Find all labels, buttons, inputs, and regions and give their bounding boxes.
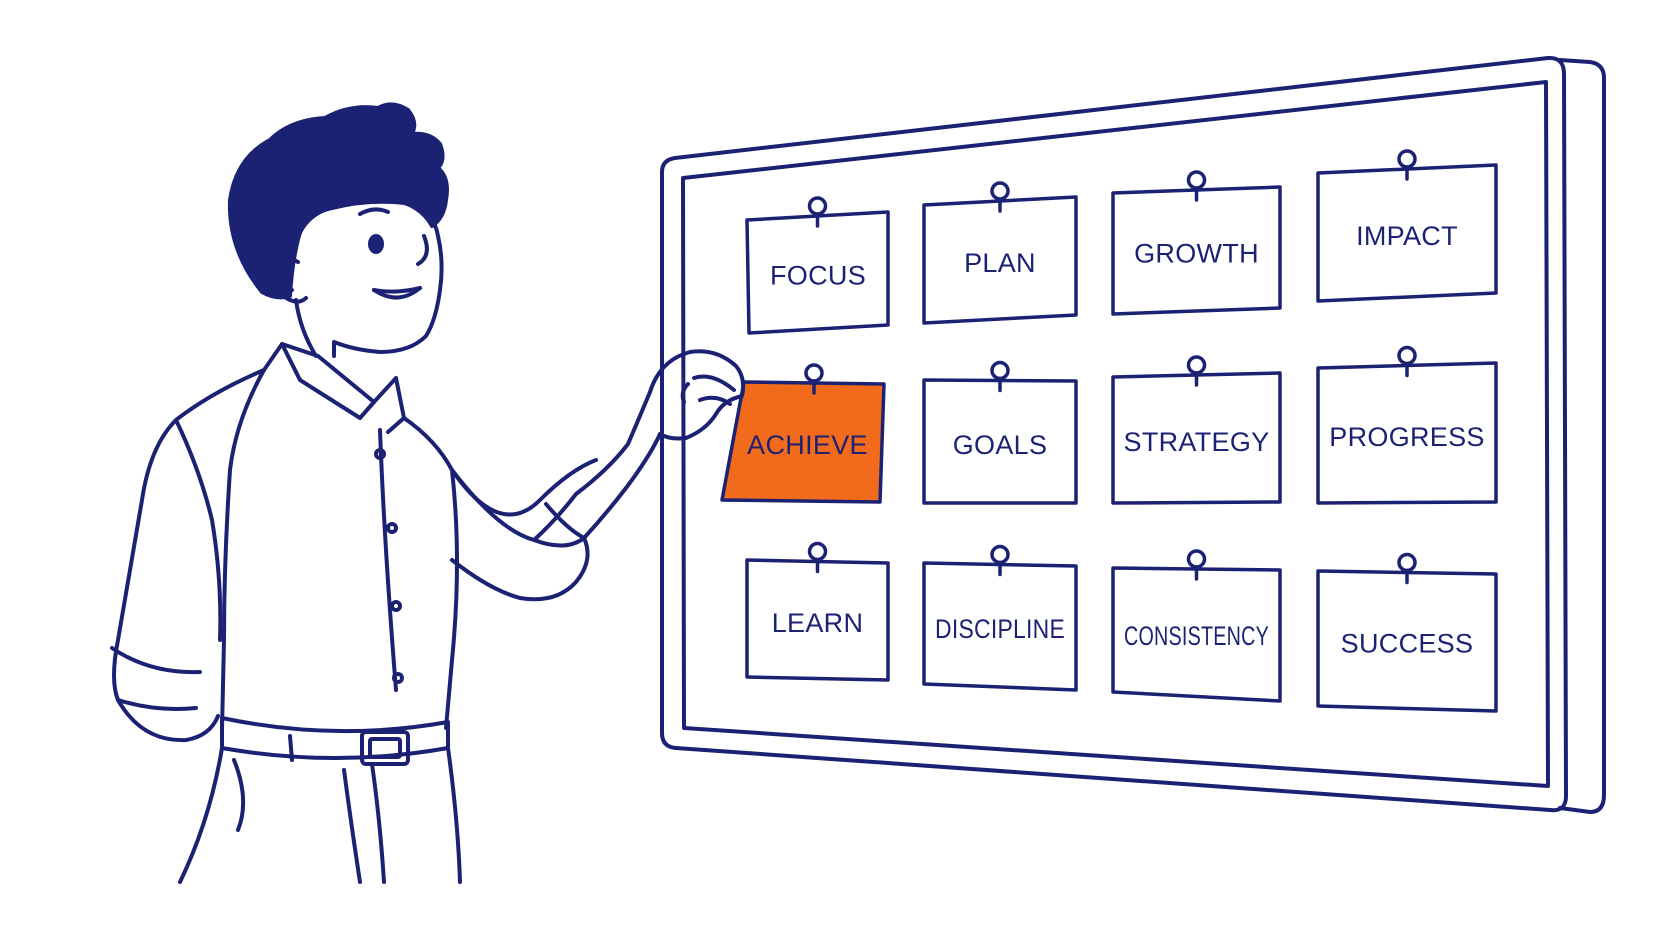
card-label: CONSISTENCY	[1124, 621, 1269, 651]
eyebrow	[358, 207, 390, 216]
person-illustration	[110, 102, 746, 884]
note-card-learn: LEARN	[745, 541, 890, 682]
trousers	[178, 746, 224, 884]
face	[294, 199, 444, 358]
card-label: IMPACT	[1356, 221, 1458, 251]
card-background	[745, 558, 890, 682]
card-label: FOCUS	[770, 261, 866, 291]
pushpin-icon	[990, 181, 1010, 213]
card-background	[1111, 566, 1282, 703]
shirt-button	[392, 672, 404, 684]
belt	[220, 716, 450, 760]
card-background	[1316, 569, 1498, 713]
card-background	[1316, 163, 1498, 303]
pushpin-icon	[1397, 345, 1417, 378]
note-card-plan: PLAN	[922, 181, 1078, 325]
note-card-progress: PROGRESS	[1316, 345, 1498, 505]
pin-board	[660, 55, 1606, 814]
ear	[267, 254, 308, 304]
note-cards: FOCUS PLAN GROWTH IMPACT ACHIEVE GOALS STRATEG…	[720, 149, 1498, 713]
card-background	[922, 378, 1078, 505]
note-card-growth: GROWTH	[1111, 170, 1282, 316]
card-background	[1316, 361, 1498, 505]
note-card-strategy: STRATEGY	[1111, 355, 1282, 505]
card-label: ACHIEVE	[747, 430, 868, 460]
pushpin-icon	[804, 363, 824, 395]
pushpin-icon	[1186, 170, 1207, 202]
pushpin-icon	[990, 544, 1010, 577]
card-background	[1111, 371, 1282, 505]
card-background	[745, 210, 890, 335]
shirt-button	[386, 522, 398, 534]
note-card-achieve: ACHIEVE	[720, 363, 886, 504]
shirt-button	[390, 600, 402, 612]
card-background	[922, 561, 1078, 692]
pushpin-icon	[807, 196, 828, 228]
note-card-success: SUCCESS	[1316, 552, 1498, 713]
hand	[648, 349, 746, 441]
card-background	[1111, 185, 1282, 316]
eye	[368, 234, 384, 254]
right-arm	[450, 468, 590, 602]
shirt-button	[374, 448, 386, 460]
card-label: STRATEGY	[1124, 427, 1270, 457]
card-label: GOALS	[953, 430, 1048, 460]
note-card-goals: GOALS	[922, 360, 1078, 505]
pushpin-icon	[1186, 549, 1207, 581]
pushpin-icon	[1397, 552, 1417, 585]
pushpin-icon	[1397, 149, 1417, 181]
card-label: GROWTH	[1134, 239, 1259, 269]
card-label: PLAN	[964, 248, 1036, 278]
hair	[227, 102, 449, 300]
collar	[280, 342, 376, 420]
nose	[416, 234, 429, 266]
card-label: DISCIPLINE	[935, 614, 1065, 644]
card-label: LEARN	[772, 608, 864, 638]
card-label: SUCCESS	[1341, 629, 1474, 659]
belt-buckle	[360, 730, 410, 766]
note-card-discipline: DISCIPLINE	[922, 544, 1078, 692]
pushpin-icon	[990, 360, 1010, 393]
note-card-impact: IMPACT	[1316, 149, 1498, 303]
note-card-focus: FOCUS	[745, 196, 890, 335]
pushpin-icon	[1186, 355, 1207, 387]
card-background	[922, 195, 1078, 325]
pushpin-icon	[807, 541, 828, 574]
note-card-consistency: CONSISTENCY	[1111, 549, 1282, 703]
highlighted-card-background	[720, 380, 886, 504]
card-label: PROGRESS	[1329, 422, 1484, 452]
